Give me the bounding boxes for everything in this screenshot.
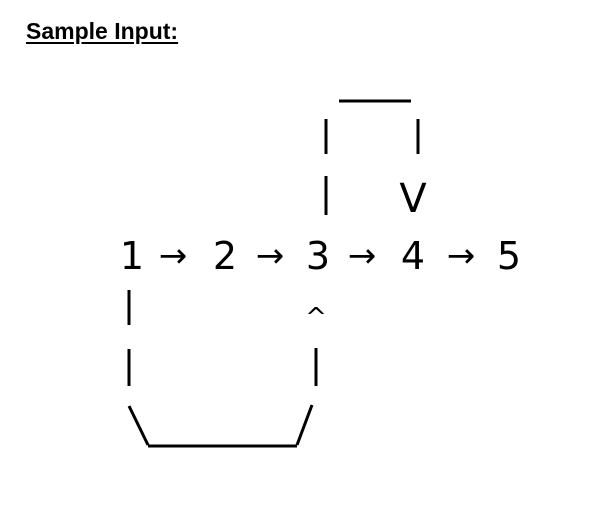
sample-input-heading: Sample Input: <box>26 18 179 44</box>
node-1: 1 <box>120 234 144 278</box>
node-4: 4 <box>401 234 425 278</box>
under-right-diag <box>295 404 314 446</box>
arrow-3-4: → <box>348 236 377 276</box>
under-left-diag <box>127 405 150 446</box>
arrow-1-2: → <box>159 236 188 276</box>
edge-3-4-over: V <box>324 99 427 222</box>
edge-1-3-under: ^ <box>127 290 327 448</box>
node-3: 3 <box>306 234 330 278</box>
arrowhead-down: V <box>399 176 427 222</box>
arrowhead-up: ^ <box>305 303 327 333</box>
arrow-4-5: → <box>447 236 476 276</box>
node-chain: 1 → 2 → 3 → 4 → 5 <box>120 234 521 278</box>
node-2: 2 <box>213 234 237 278</box>
node-5: 5 <box>497 234 521 278</box>
arrow-2-3: → <box>256 236 285 276</box>
